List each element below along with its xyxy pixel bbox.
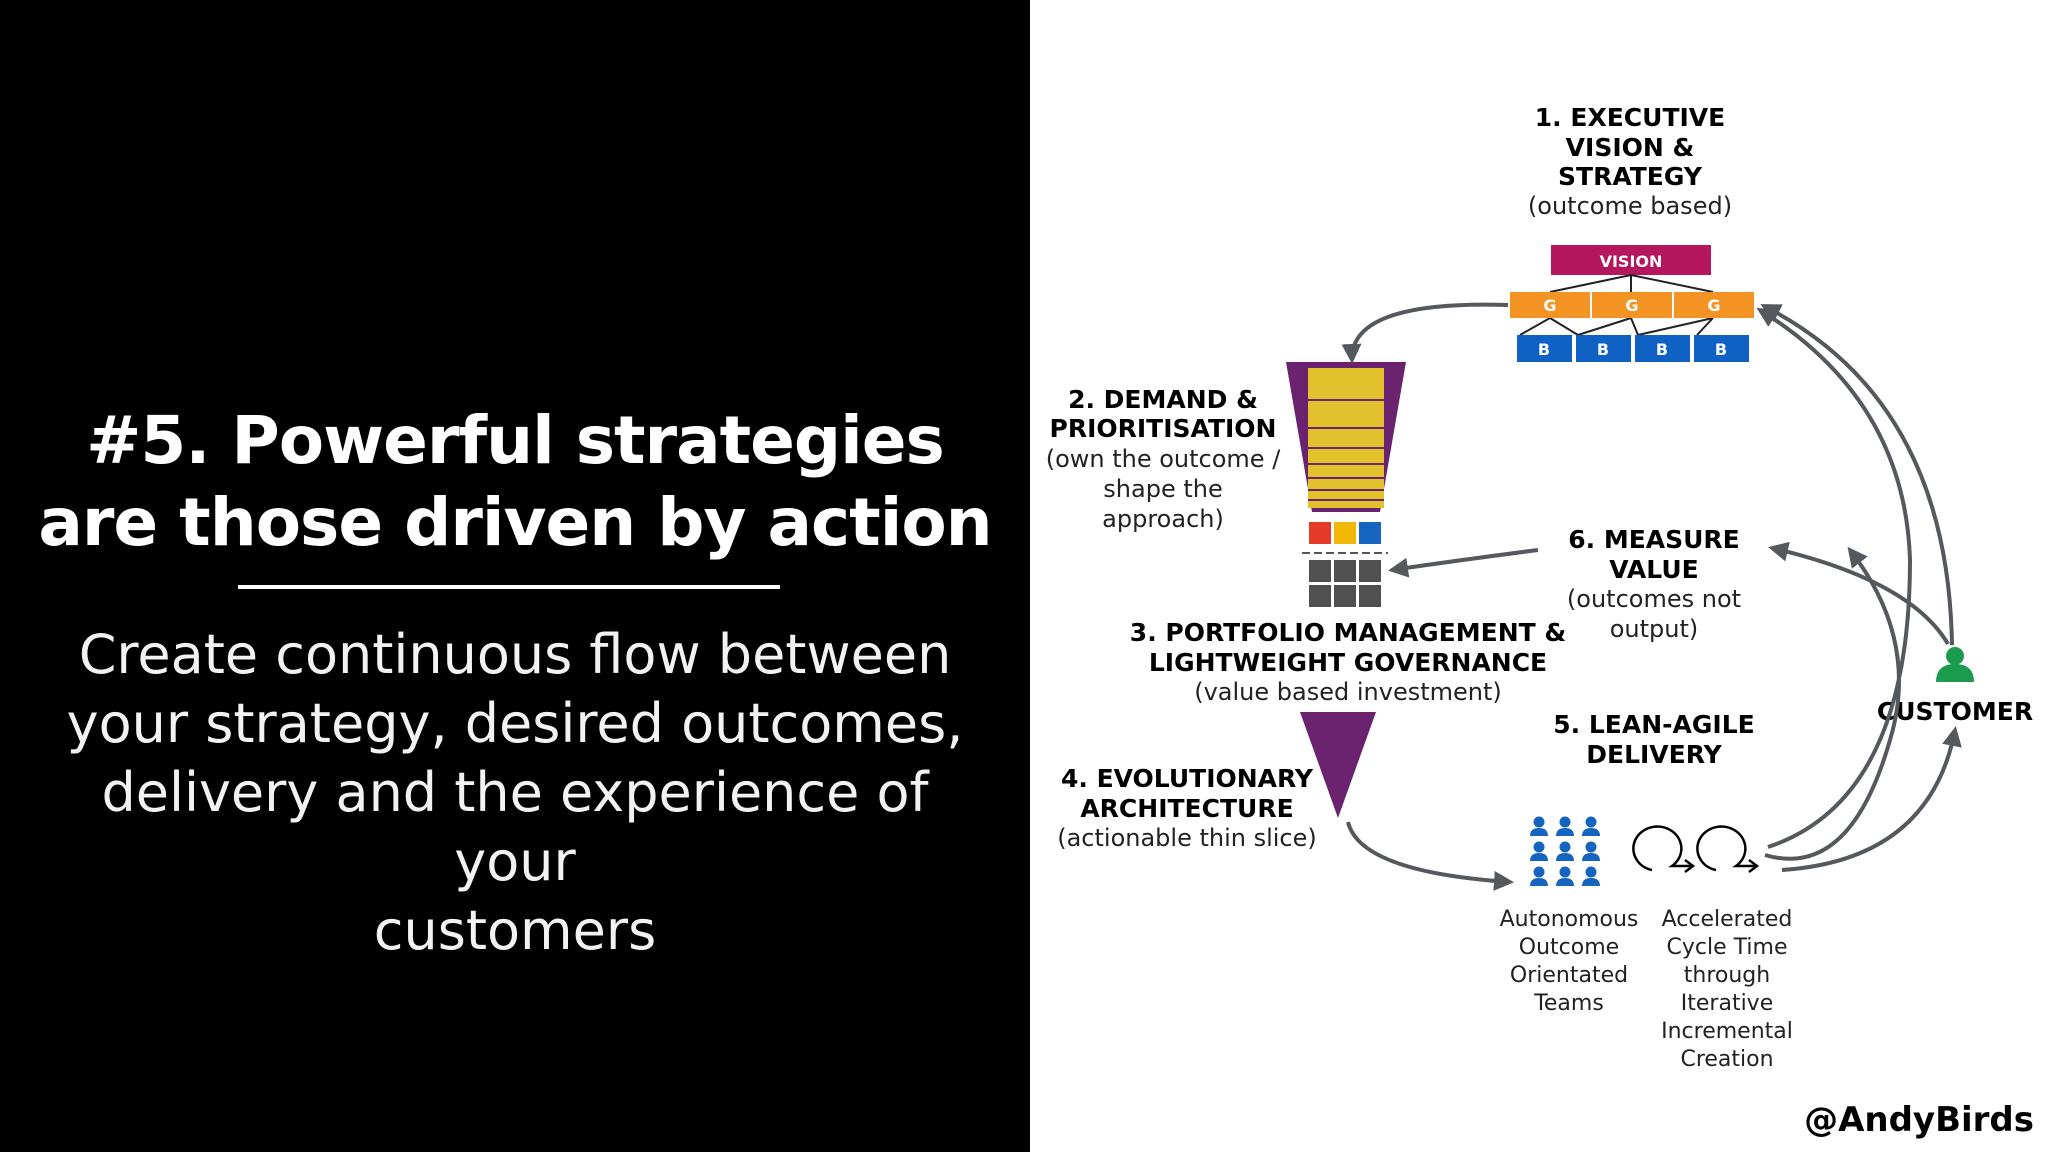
slide-title: #5. Powerful strategies are those driven… <box>20 400 1010 564</box>
subtitle-line: your strategy, desired outcomes, <box>66 692 964 755</box>
step2-note: (own the outcome / <box>1046 445 1281 473</box>
cycle-caption-line: Cycle Time <box>1667 935 1788 960</box>
customer-icon <box>1936 664 1974 682</box>
step2-line: PRIORITISATION <box>1050 414 1277 443</box>
customer: CUSTOMER <box>1877 647 2033 726</box>
bet-label: B <box>1597 340 1609 359</box>
right-panel: 1. EXECUTIVE VISION & STRATEGY (outcome … <box>1030 0 2048 1152</box>
step1-note: (outcome based) <box>1528 192 1732 220</box>
step1-line: STRATEGY <box>1558 162 1703 191</box>
subtitle-line: customers <box>373 899 657 962</box>
arrow-customer-to-measure <box>1768 541 1950 646</box>
slide-title-line2: are those driven by action <box>38 484 992 561</box>
vision-connectors <box>1519 274 1714 336</box>
teams-caption-line: Outcome <box>1519 935 1619 960</box>
step3-note: (value based investment) <box>1194 678 1502 706</box>
step2-line: 2. DEMAND & <box>1068 385 1258 414</box>
step1-line: 1. EXECUTIVE <box>1535 103 1725 132</box>
cycle-caption-line: through <box>1684 963 1770 988</box>
funnel-bottom <box>1300 712 1376 818</box>
slide-title-line1: #5. Powerful strategies <box>86 402 945 479</box>
vision-label: VISION <box>1600 252 1663 271</box>
bet-box <box>1635 335 1690 362</box>
demand-funnel <box>1286 362 1406 818</box>
customer-icon-head <box>1946 647 1964 665</box>
step5-line: 5. LEAN-AGILE <box>1553 710 1754 739</box>
priority-yellow <box>1334 522 1356 544</box>
goal-label: G <box>1707 296 1720 315</box>
title-divider <box>238 585 780 589</box>
arrow-delivery-to-customer <box>1781 726 1962 872</box>
bet-label: B <box>1538 340 1550 359</box>
goal-label: G <box>1543 296 1556 315</box>
teams-caption-line: Teams <box>1533 991 1604 1016</box>
step2-note: shape the <box>1103 475 1222 503</box>
cycle-caption-line: Creation <box>1680 1047 1773 1072</box>
bet-label: B <box>1656 340 1668 359</box>
bet-box <box>1576 335 1631 362</box>
step4-label: 4. EVOLUTIONARY ARCHITECTURE (actionable… <box>1057 764 1317 852</box>
arrow-customer-to-strategy <box>1760 304 1954 646</box>
arrow-delivery-to-measure <box>1764 546 1901 861</box>
step1-label: 1. EXECUTIVE VISION & STRATEGY (outcome … <box>1528 103 1732 220</box>
priority-red <box>1309 522 1331 544</box>
iteration-cycle-icon <box>1632 825 1760 873</box>
step3-label: 3. PORTFOLIO MANAGEMENT & LIGHTWEIGHT GO… <box>1130 618 1566 706</box>
teams-caption-line: Orientated <box>1510 963 1628 988</box>
step6-line: VALUE <box>1609 555 1698 584</box>
step2-note: approach) <box>1102 505 1224 533</box>
arrow-strategy-to-demand <box>1341 302 1509 364</box>
subtitle-line: delivery and the experience of your <box>101 761 929 893</box>
step4-line: 4. EVOLUTIONARY <box>1061 764 1314 793</box>
arrow-delivery-to-strategy <box>1756 307 1913 849</box>
cycle-caption-line: Incremental <box>1661 1019 1793 1044</box>
cycle-caption-line: Accelerated <box>1662 907 1793 932</box>
goal-label: G <box>1625 296 1638 315</box>
flow-diagram: 1. EXECUTIVE VISION & STRATEGY (outcome … <box>1046 103 2033 1072</box>
cycle-caption-line: Iterative <box>1681 991 1773 1016</box>
step4-line: ARCHITECTURE <box>1080 794 1293 823</box>
step6-label: 6. MEASURE VALUE (outcomes not output) <box>1567 525 1741 643</box>
step4-note: (actionable thin slice) <box>1057 824 1317 852</box>
teams-caption-line: Autonomous <box>1500 907 1639 932</box>
goal-box <box>1510 292 1590 318</box>
customer-label: CUSTOMER <box>1877 697 2033 726</box>
step5-line: DELIVERY <box>1586 740 1722 769</box>
step1-line: VISION & <box>1566 133 1695 162</box>
subtitle-line: Create continuous flow between <box>78 623 952 686</box>
goal-box <box>1592 292 1672 318</box>
step3-line: 3. PORTFOLIO MANAGEMENT & <box>1130 618 1566 647</box>
cycle-caption: Accelerated Cycle Time through Iterative… <box>1661 907 1793 1072</box>
portfolio-grid <box>1309 560 1381 607</box>
backlog-stack <box>1308 368 1384 508</box>
step6-note: (outcomes not <box>1567 585 1741 613</box>
step3-line: LIGHTWEIGHT GOVERNANCE <box>1149 648 1547 677</box>
goal-box <box>1674 292 1754 318</box>
backlog-dividers <box>1308 399 1384 501</box>
step5-label: 5. LEAN-AGILE DELIVERY <box>1553 710 1754 769</box>
slide-subtitle: Create continuous flow between your stra… <box>40 620 990 965</box>
left-panel: #5. Powerful strategies are those driven… <box>0 0 1030 1152</box>
teams-icon <box>1530 816 1600 886</box>
vision-hierarchy: VISION G G G B B B <box>1510 245 1754 362</box>
priority-blue <box>1359 522 1381 544</box>
arrow-measure-to-portfolio <box>1388 548 1539 578</box>
teams-caption: Autonomous Outcome Orientated Teams <box>1500 907 1639 1016</box>
author-handle: @AndyBirds <box>1804 1100 2034 1140</box>
step2-label: 2. DEMAND & PRIORITISATION (own the outc… <box>1046 385 1281 533</box>
vision-box <box>1551 245 1711 275</box>
arrow-architecture-to-delivery <box>1346 821 1514 891</box>
step6-note: output) <box>1610 615 1699 643</box>
flow-arrows <box>1341 302 1962 891</box>
bet-box <box>1694 335 1749 362</box>
bet-box <box>1517 335 1572 362</box>
bet-label: B <box>1715 340 1727 359</box>
step6-line: 6. MEASURE <box>1568 525 1740 554</box>
